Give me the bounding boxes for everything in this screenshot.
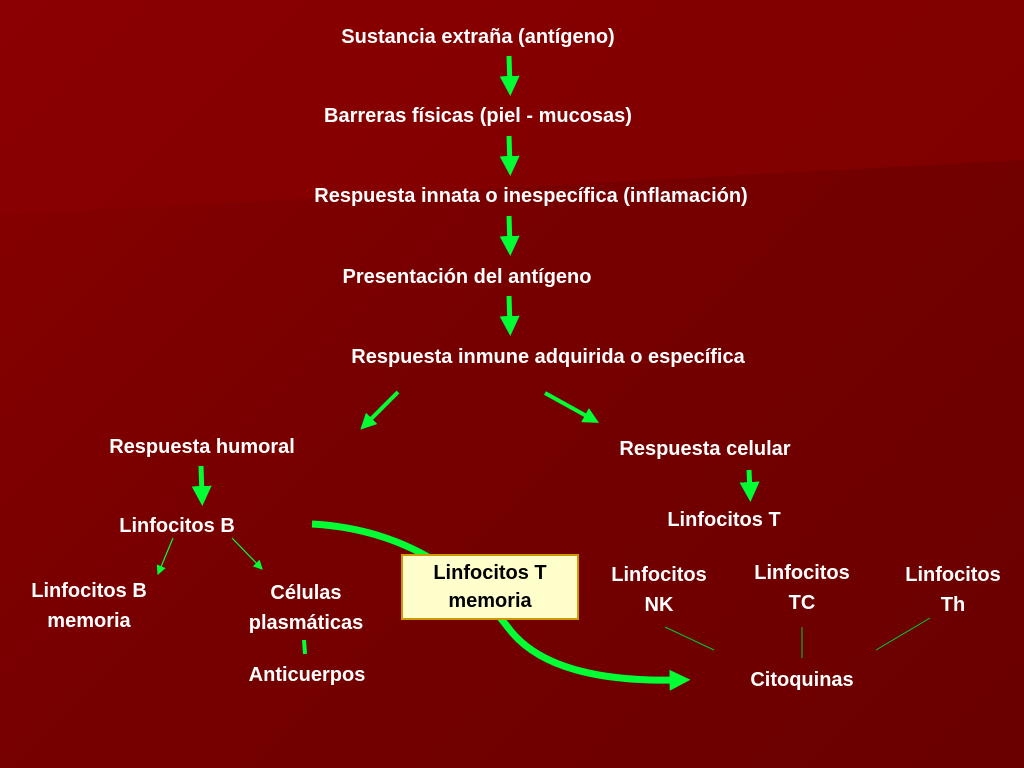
node-adaptive: Respuesta inmune adquirida o específica xyxy=(351,346,745,368)
node-barriers: Barreras físicas (piel - mucosas) xyxy=(324,105,632,127)
line-nk-to-cytokines xyxy=(664,626,715,651)
node-presentation: Presentación del antígeno xyxy=(342,266,592,288)
arrow-b-cells-to-cytokines-curve xyxy=(311,520,691,691)
nk-line-2: NK xyxy=(644,594,674,616)
node-t-memory-box: Linfocitos T memoria xyxy=(401,554,579,620)
arrow-cellular-to-t-cells xyxy=(739,469,760,502)
arrow-barriers-to-innate xyxy=(499,135,520,176)
node-tc-cells: Linfocitos TC xyxy=(754,558,850,618)
th-line-1: Linfocitos xyxy=(905,564,1001,586)
node-cellular: Respuesta celular xyxy=(619,438,791,460)
arrow-humoral-to-b-cells xyxy=(191,465,212,506)
tc-line-1: Linfocitos xyxy=(754,562,850,584)
line-th-to-cytokines xyxy=(875,617,931,651)
b-memory-line-2: memoria xyxy=(47,610,131,632)
b-memory-line-1: Linfocitos B xyxy=(31,580,147,602)
plasma-cells-line-1: Células xyxy=(270,582,342,604)
node-b-cells: Linfocitos B xyxy=(119,515,235,537)
arrow-presentation-to-adaptive xyxy=(499,295,520,336)
node-cytokines: Citoquinas xyxy=(750,669,854,691)
t-memory-line-2: memoria xyxy=(448,590,532,612)
node-antigen: Sustancia extraña (antígeno) xyxy=(341,26,615,48)
node-antibodies: Anticuerpos xyxy=(248,664,366,686)
node-th-cells: Linfocitos Th xyxy=(905,560,1001,620)
tc-line-2: TC xyxy=(788,592,816,614)
node-humoral: Respuesta humoral xyxy=(109,436,295,458)
node-b-memory: Linfocitos B memoria xyxy=(31,576,147,636)
nk-line-1: Linfocitos xyxy=(611,564,707,586)
node-t-cells: Linfocitos T xyxy=(667,509,781,531)
node-nk-cells: Linfocitos NK xyxy=(611,560,707,620)
th-line-2: Th xyxy=(940,594,966,616)
arrow-adaptive-to-cellular xyxy=(544,391,600,423)
t-memory-line-1: Linfocitos T xyxy=(433,562,547,584)
arrow-b-cells-to-b-memory xyxy=(156,537,174,576)
arrow-adaptive-to-humoral xyxy=(360,390,400,430)
node-plasma-cells: Células plasmáticas xyxy=(249,578,364,638)
arrow-plasma-to-antibodies xyxy=(302,639,307,655)
node-innate: Respuesta innata o inespecífica (inflama… xyxy=(314,185,748,207)
background-light-band xyxy=(0,0,1024,215)
arrow-b-cells-to-plasma xyxy=(231,537,263,570)
plasma-cells-line-2: plasmáticas xyxy=(248,612,364,634)
arrow-innate-to-presentation xyxy=(499,215,520,256)
arrow-antigen-to-barriers xyxy=(499,55,520,96)
